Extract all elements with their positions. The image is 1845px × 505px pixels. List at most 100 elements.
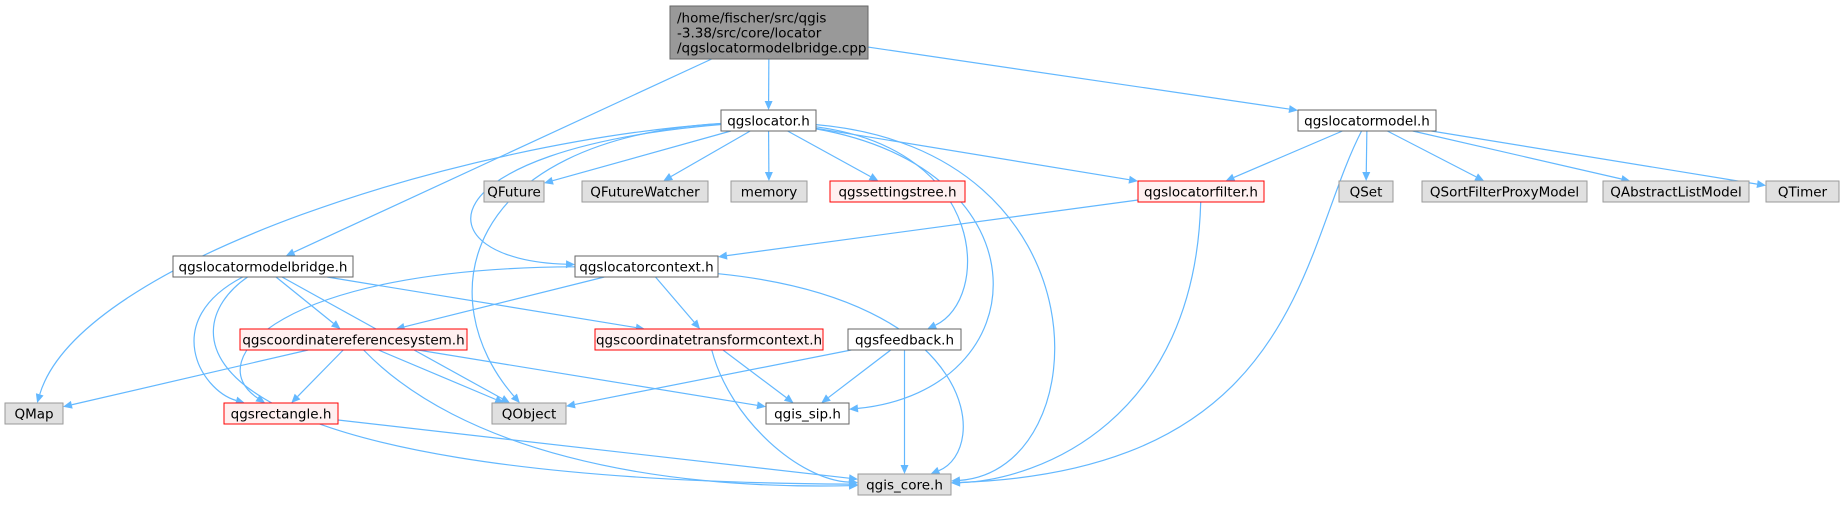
arrowhead-qgslocatorcontext_h-to-qgsrectangle_h [255, 394, 266, 403]
edge-qgslocatormodel_h-to-qgslocatorfilter_h [1233, 130, 1343, 179]
node-label: QMap [14, 407, 53, 423]
node-qgis_sip_h[interactable]: qgis_sip.h [765, 402, 850, 425]
nodes-layer: /home/fischer/src/qgis-3.38/src/core/loc… [4, 5, 1840, 496]
edge-root-to-qgslocatormodel_h [867, 46, 1290, 110]
edge-qgslocatorcontext_h-to-qgis_core_h [717, 273, 964, 472]
arrowhead-root-to-qgslocatormodelbridge_h [285, 248, 296, 256]
edge-qgslocator_h-to-qgsfeedback_h [815, 126, 969, 326]
edge-qgslocatormodel_h-to-QAbstractListModel [1412, 130, 1622, 180]
node-box [1602, 180, 1750, 203]
arrowhead-qgsfeedback_h-to-qgis_core_h [900, 465, 909, 474]
node-label: qgis_core.h [866, 478, 943, 494]
node-qgscoordinatereferencesystem_h[interactable]: qgscoordinatereferencesystem.h [239, 328, 468, 351]
node-qgslocatormodel_h[interactable]: qgslocatormodel.h [1297, 109, 1437, 132]
arrowhead-qgslocatormodelbridge_h-to-qgsrectangle_h [235, 396, 245, 405]
node-QFuture: QFuture [483, 180, 545, 203]
arrowhead-qgslocator_h-to-qgslocatorcontext_h [565, 260, 575, 269]
node-box [669, 5, 869, 60]
edge-qgslocatorfilter_h-to-qgis_core_h [959, 201, 1202, 484]
edge-qgslocator_h-to-qgis_sip_h [815, 128, 994, 409]
node-QTimer: QTimer [1765, 180, 1840, 203]
arrowhead-qgslocatormodelbridge_h-to-QObject [500, 395, 510, 403]
node-QSortFilterProxyModel: QSortFilterProxyModel [1421, 180, 1588, 203]
node-label: QSet [1350, 185, 1383, 201]
node-qgsrectangle_h[interactable]: qgsrectangle.h [223, 402, 339, 425]
node-label: qgscoordinatetransformcontext.h [596, 333, 822, 349]
arrowhead-qgslocatorcontext_h-to-qgis_core_h [930, 466, 941, 475]
arrowhead-qgslocator_h-to-qgsfeedback_h [927, 321, 938, 329]
node-qgslocatorcontext_h[interactable]: qgslocatorcontext.h [574, 255, 719, 278]
node-box [730, 180, 808, 203]
edge-qgslocatorcontext_h-to-qgsrectangle_h [239, 266, 576, 399]
arrowhead-qgslocatorcontext_h-to-qgscoordinatetransformcontext_h [691, 319, 701, 329]
node-box [720, 109, 817, 132]
node-box [765, 402, 850, 425]
arrowhead-qgscoordinatereferencesystem_h-to-QMap [63, 400, 73, 409]
arrowhead-qgslocator_h-to-qgssettingstree_h [868, 173, 879, 181]
arrowhead-qgscoordinatereferencesystem_h-to-qgsrectangle_h [291, 393, 301, 403]
node-label: /home/fischer/src/qgis [677, 11, 826, 27]
edge-qgslocator_h-to-qgis_core_h [815, 124, 1056, 481]
node-box [581, 180, 709, 203]
edge-qgslocator_h-to-QFuture [552, 130, 732, 182]
edge-qgscoordinatetransformcontext_h-to-qgis_sip_h [722, 349, 787, 399]
arrowhead-qgscoordinatetransformcontext_h-to-qgis_sip_h [783, 394, 794, 403]
arrowhead-qgslocatormodel_h-to-qgslocatorfilter_h [1225, 173, 1236, 182]
node-qgssettingstree_h[interactable]: qgssettingstree.h [829, 180, 966, 203]
arrowhead-qgslocatorfilter_h-to-qgis_core_h [951, 478, 961, 487]
arrowhead-qgslocator_h-to-qgslocatorfilter_h [1128, 175, 1138, 184]
edge-qgscoordinatetransformcontext_h-to-qgis_core_h [711, 349, 850, 483]
node-label: /qgslocatormodelbridge.cpp [677, 41, 867, 57]
edge-qgsfeedback_h-to-qgis_sip_h [828, 349, 892, 399]
edge-qgsrectangle_h-to-qgis_core_h [337, 419, 850, 479]
node-QObject: QObject [491, 402, 567, 425]
node-box [223, 402, 339, 425]
node-box [829, 180, 966, 203]
edge-qgslocatorcontext_h-to-qgscoordinatereferencesystem_h [404, 276, 605, 328]
node-label: qgssettingstree.h [838, 185, 956, 201]
node-box [1338, 180, 1394, 203]
edge-qgslocatorfilter_h-to-qgslocatorcontext_h [726, 199, 1139, 257]
node-qgslocatorfilter_h[interactable]: qgslocatorfilter.h [1137, 180, 1265, 203]
node-box [491, 402, 567, 425]
edge-qgscoordinatereferencesystem_h-to-qgis_sip_h [417, 349, 758, 406]
edge-qgscoordinatereferencesystem_h-to-QObject [378, 349, 497, 401]
node-qgslocatormodelbridge_h[interactable]: qgslocatormodelbridge.h [172, 255, 354, 278]
arrowhead-qgslocatormodel_h-to-QSet [1362, 171, 1371, 181]
node-label: qgslocatorcontext.h [579, 260, 713, 276]
node-box [239, 328, 468, 351]
edge-qgslocatormodelbridge_h-to-qgscoordinatereferencesystem_h [275, 276, 334, 324]
node-box [1297, 109, 1437, 132]
node-box [1421, 180, 1588, 203]
node-memory: memory [730, 180, 808, 203]
edge-qgslocatormodel_h-to-QSet [1365, 130, 1368, 173]
node-label: QFutureWatcher [590, 185, 700, 201]
node-label: qgslocatormodel.h [1304, 114, 1430, 130]
edge-qgslocatormodel_h-to-QSortFilterProxyModel [1387, 130, 1477, 178]
node-box [172, 255, 354, 278]
arrowhead-qgslocatorfilter_h-to-qgslocatorcontext_h [718, 251, 728, 260]
node-label: memory [741, 185, 797, 201]
node-qgslocator_h[interactable]: qgslocator.h [720, 109, 817, 132]
node-box [1765, 180, 1840, 203]
node-QFutureWatcher: QFutureWatcher [581, 180, 709, 203]
node-root[interactable]: /home/fischer/src/qgis-3.38/src/core/loc… [669, 5, 869, 60]
edges-layer [35, 46, 1766, 490]
node-box [1137, 180, 1265, 203]
arrowhead-qgslocatormodel_h-to-QSortFilterProxyModel [1474, 173, 1485, 181]
arrowhead-qgsfeedback_h-to-qgis_sip_h [821, 394, 831, 403]
node-QMap: QMap [4, 402, 64, 425]
arrowhead-root-to-qgslocator_h [764, 100, 773, 110]
node-label: qgslocator.h [727, 114, 810, 130]
node-box [847, 328, 962, 351]
edge-qgscoordinatereferencesystem_h-to-QMap [71, 349, 309, 406]
edge-qgslocator_h-to-QFutureWatcher [670, 130, 751, 178]
edge-qgscoordinatereferencesystem_h-to-qgsrectangle_h [297, 349, 344, 397]
edge-qgslocatorcontext_h-to-qgscoordinatetransformcontext_h [655, 276, 695, 323]
edge-qgslocator_h-to-qgssettingstree_h [787, 130, 871, 178]
node-qgsfeedback_h[interactable]: qgsfeedback.h [847, 328, 962, 351]
node-qgscoordinatetransformcontext_h[interactable]: qgscoordinatetransformcontext.h [594, 328, 824, 351]
arrowhead-qgslocator_h-to-QFuture [544, 176, 554, 185]
arrowhead-qgslocator_h-to-QObject [510, 393, 520, 403]
